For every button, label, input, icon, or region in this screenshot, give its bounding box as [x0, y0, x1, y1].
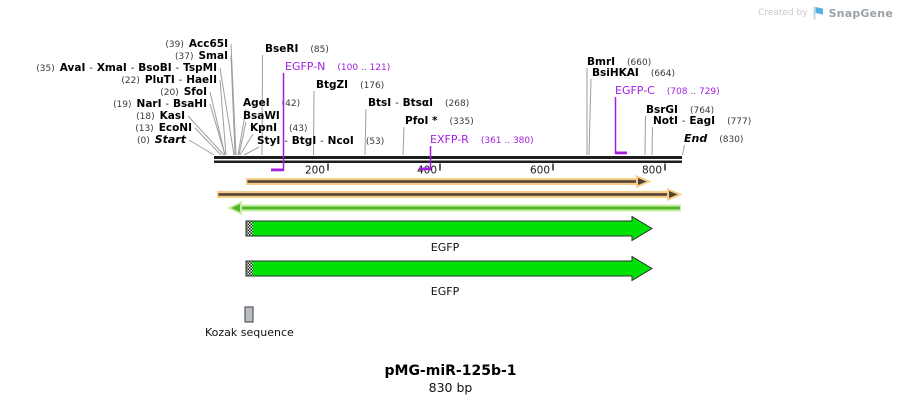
enzyme-label-avai-xmai-bsobi-tspmi: (35)AvaI-XmaI-BsoBI-TspMI — [36, 62, 217, 74]
kozak-box — [244, 306, 254, 323]
enzyme-label-pluti-haeii: (22)PluTI-HaeII — [121, 74, 217, 86]
cds-label-egfp-2: EGFP — [431, 285, 460, 298]
leader-bsrgi — [644, 115, 646, 156]
enzyme-label-pfoi: PfoI *(335) — [405, 115, 474, 127]
enzyme-label-styi-btgi-ncoi: StyI-BtgI-NcoI(53) — [257, 135, 384, 147]
enzyme-label-bsihkai: BsiHKAI(664) — [592, 67, 675, 79]
primer-anneal-egfp-n — [271, 168, 284, 172]
ruler-label-600: 600 — [530, 165, 550, 177]
green-reverse-arrow-core — [239, 206, 680, 210]
enzyme-label-bsrgi: BsrGI(764) — [646, 104, 714, 116]
cds-arrow-egfp-1 — [245, 215, 653, 242]
leader-acc65i — [230, 43, 237, 156]
orange-arrow-top-core — [247, 180, 639, 183]
leader-sfoi — [209, 91, 226, 156]
watermark-brand: SnapGene — [828, 6, 893, 20]
enzyme-label-bsawi: BsaWI — [243, 110, 280, 122]
leader-btsi-btsai — [364, 108, 367, 156]
leader-bseri — [261, 54, 263, 156]
leader-kpni — [239, 133, 254, 156]
primer-anneal-exfp-r — [419, 167, 431, 171]
enzyme-label-bseri: BseRI(85) — [265, 43, 329, 55]
orange-arrow-top-head — [636, 175, 652, 188]
cds-arrow-egfp-2 — [245, 255, 653, 282]
green-reverse-arrow-head — [226, 200, 242, 216]
primer-anneal-egfp-c — [615, 151, 627, 155]
leader-kasi — [187, 115, 225, 156]
enzyme-label-nari-bsahi: (19)NarI-BsaHI — [113, 98, 207, 110]
enzyme-label-agei: AgeI(42) — [243, 97, 300, 109]
leader-btgzi — [313, 90, 315, 156]
enzyme-label-start: (0)Start — [137, 133, 187, 146]
leader-bsihkai — [588, 78, 592, 156]
enzyme-label-btsi-btsai: BtsI-BtsαI(268) — [368, 97, 469, 109]
leader-styi-btgi-ncoi — [243, 146, 260, 156]
primer-line-egfp-n — [282, 73, 285, 171]
enzyme-label-bmri: BmrI(660) — [587, 56, 651, 68]
leader-noti-eagi — [651, 126, 653, 156]
leader-pluti-haeii — [219, 79, 227, 156]
leader-avai-xmai-bsobi-tspmi — [219, 67, 235, 156]
map-backbone — [214, 156, 682, 159]
map-backbone-lower — [214, 160, 682, 163]
cds-hatch-egfp-2 — [246, 261, 253, 276]
enzyme-label-kasi: (18)KasI — [136, 110, 185, 122]
primer-label-egfp-n: EGFP-N(100 .. 121) — [285, 60, 390, 73]
ruler-label-200: 200 — [305, 165, 325, 177]
enzyme-label-smai: (37)SmaI — [175, 50, 228, 62]
orange-arrow-bottom-core — [218, 193, 670, 196]
snapgene-logo-icon — [813, 6, 823, 20]
leader-econi — [194, 127, 222, 156]
title-block: pMG-miR-125b-1 830 bp — [0, 363, 901, 395]
leader-end — [682, 144, 685, 156]
primer-line-exfp-r — [429, 146, 432, 170]
enzyme-label-econi: (13)EcoNI — [135, 122, 192, 134]
kozak-label: Kozak sequence — [205, 326, 294, 339]
leader-nari-bsahi — [209, 103, 226, 156]
primer-label-egfp-c: EGFP-C(708 .. 729) — [615, 84, 720, 97]
leader-smai — [230, 55, 236, 156]
enzyme-label-kpni: KpnI(43) — [250, 122, 308, 134]
primer-label-exfp-r: EXFP-R(361 .. 380) — [430, 133, 534, 146]
watermark: Created by SnapGene — [758, 6, 893, 20]
orange-arrow-bottom-head — [667, 188, 683, 201]
watermark-created-by: Created by — [758, 8, 808, 18]
leader-agei — [237, 108, 247, 156]
enzyme-label-end: End(830) — [684, 132, 743, 145]
plasmid-title: pMG-miR-125b-1 — [384, 363, 517, 379]
cds-hatch-egfp-1 — [246, 221, 253, 236]
primer-line-egfp-c — [614, 97, 617, 154]
ruler-label-800: 800 — [642, 165, 662, 177]
leader-start — [188, 139, 215, 156]
enzyme-label-noti-eagi: NotI-EagI(777) — [653, 115, 751, 127]
enzyme-label-btgzi: BtgZI(176) — [316, 79, 384, 91]
enzyme-label-sfoi: (20)SfoI — [160, 86, 207, 98]
enzyme-label-acc65i: (39)Acc65I — [165, 38, 228, 50]
ruler-label-400: 400 — [417, 165, 437, 177]
cds-label-egfp-1: EGFP — [431, 241, 460, 254]
leader-pfoi — [402, 126, 405, 156]
leader-bsawi — [238, 121, 247, 156]
plasmid-length: 830 bp — [428, 380, 473, 395]
